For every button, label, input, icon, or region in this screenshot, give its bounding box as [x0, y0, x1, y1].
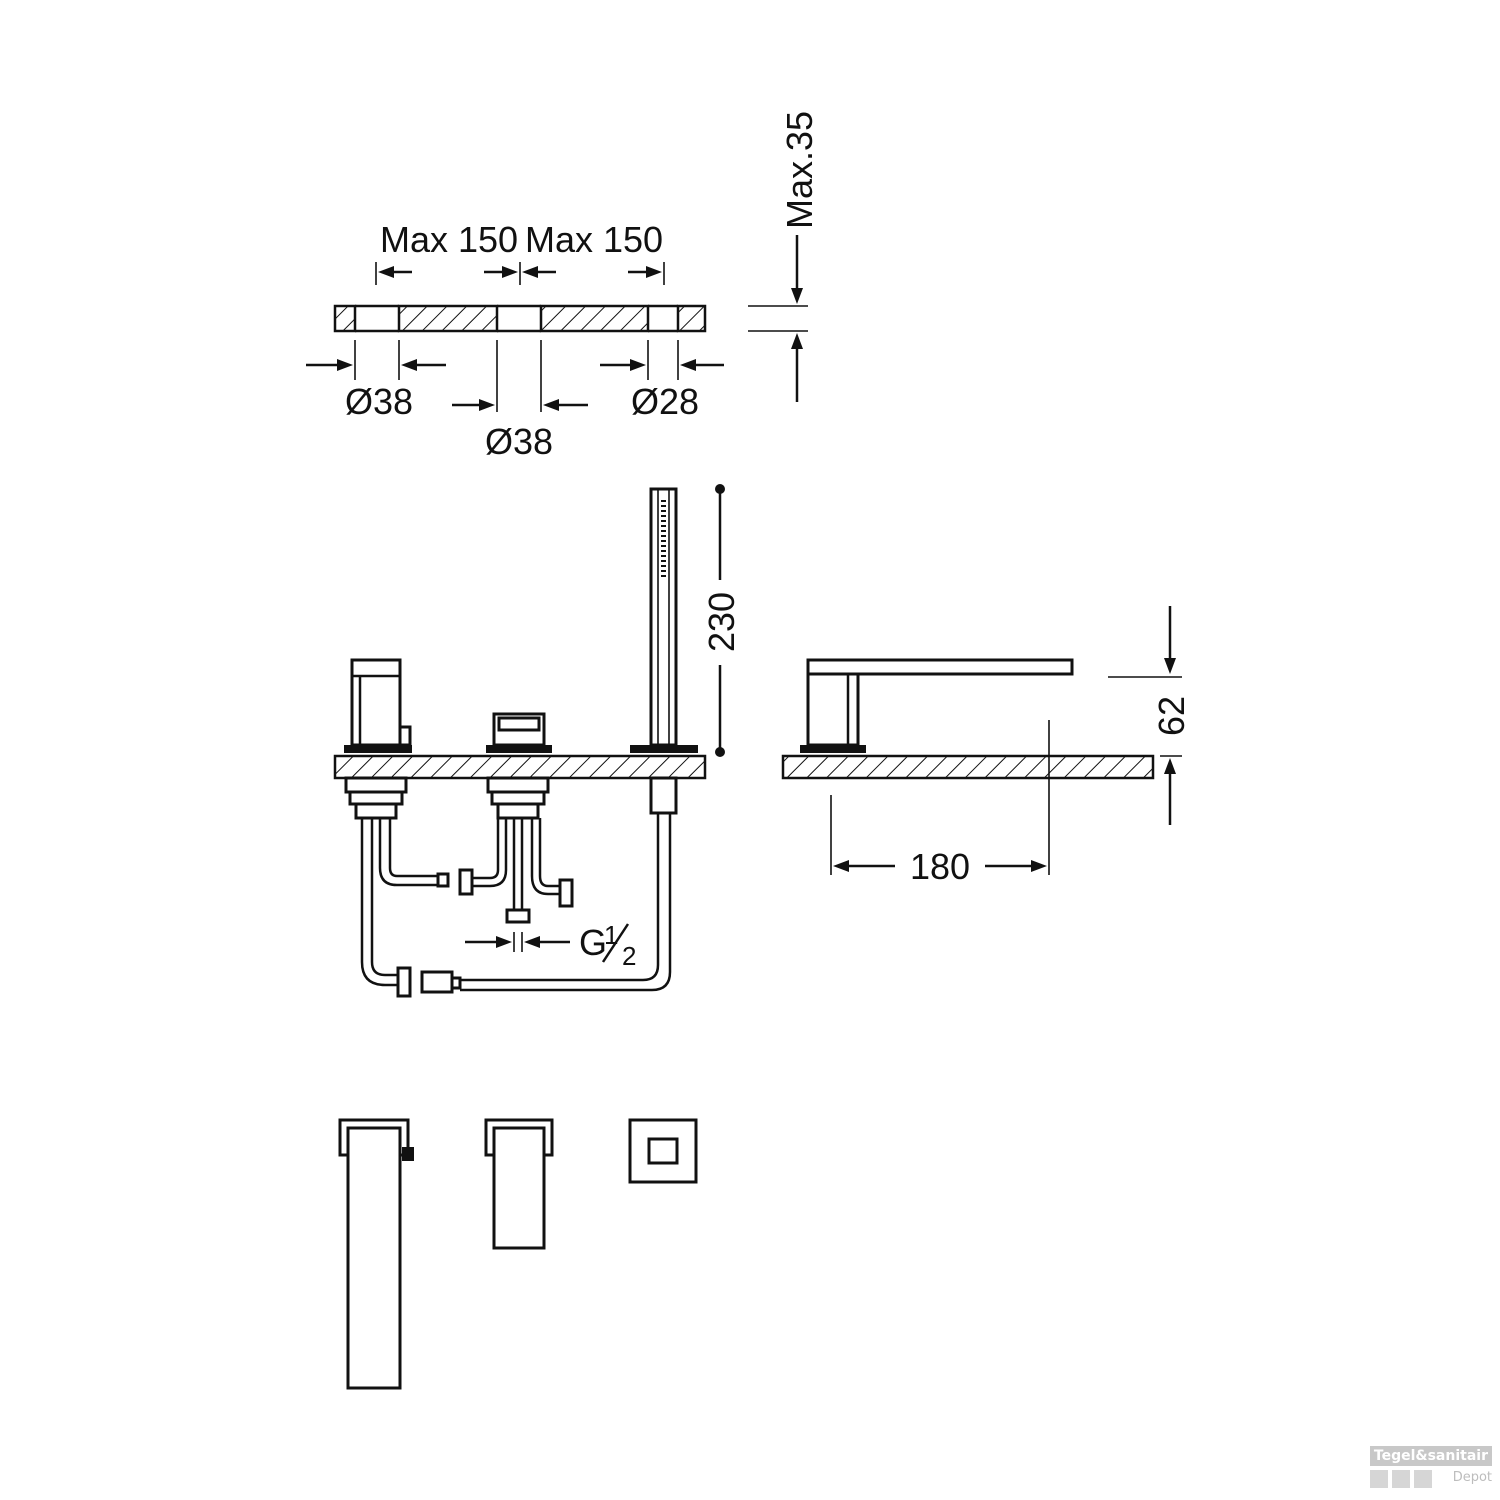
label-thread-den: 2	[622, 941, 636, 971]
label-max-35: Max.35	[779, 111, 820, 229]
deck-section-top	[333, 304, 707, 333]
watermark-brand: Tegel&sanitair	[1369, 1446, 1492, 1466]
label-thread-num: 1	[604, 920, 618, 950]
deck-section-side	[781, 754, 1155, 780]
dimension-dia-28	[600, 340, 724, 380]
diverter-body	[486, 712, 552, 753]
mixer-body	[344, 658, 412, 753]
handshower-plan-view	[628, 1118, 698, 1184]
tile-icon	[1392, 1470, 1410, 1488]
supply-hoses	[360, 813, 672, 998]
dimension-180	[830, 720, 1050, 875]
label-230: 230	[701, 592, 742, 652]
dimension-dia-38-left	[306, 340, 446, 380]
label-180: 180	[910, 846, 970, 887]
watermark-sub: Depot	[1452, 1470, 1492, 1485]
tile-icon-2	[1414, 1470, 1432, 1488]
dimension-max-150-left	[375, 262, 521, 285]
dimension-max-150-right	[522, 262, 665, 285]
dimension-62	[1108, 606, 1182, 825]
label-thread: G	[579, 922, 607, 963]
handshower-sleeve	[649, 776, 678, 815]
label-62: 62	[1151, 696, 1192, 736]
thread-fraction-bar	[601, 923, 630, 963]
dimension-g-half	[465, 932, 570, 952]
dimension-max-35	[748, 235, 808, 402]
deck-section-front	[333, 754, 707, 780]
label-dia-38-middle: Ø38	[485, 421, 553, 462]
label-max-150-left: Max 150	[380, 219, 518, 260]
drop-icon	[1370, 1470, 1388, 1488]
diverter-plan-view	[484, 1118, 554, 1250]
spout	[800, 658, 1074, 753]
mixer-plan-view	[338, 1118, 414, 1390]
label-max-150-right: Max 150	[525, 219, 663, 260]
dimension-230	[715, 484, 725, 757]
label-dia-28: Ø28	[631, 381, 699, 422]
diverter-fixing-nut	[486, 776, 550, 820]
watermark-logo: Tegel&sanitair Depot	[1369, 1446, 1492, 1494]
mixer-fixing-nut	[344, 776, 408, 820]
hand-shower	[630, 487, 698, 753]
dimension-dia-38-middle	[452, 340, 588, 412]
label-dia-38-left: Ø38	[345, 381, 413, 422]
